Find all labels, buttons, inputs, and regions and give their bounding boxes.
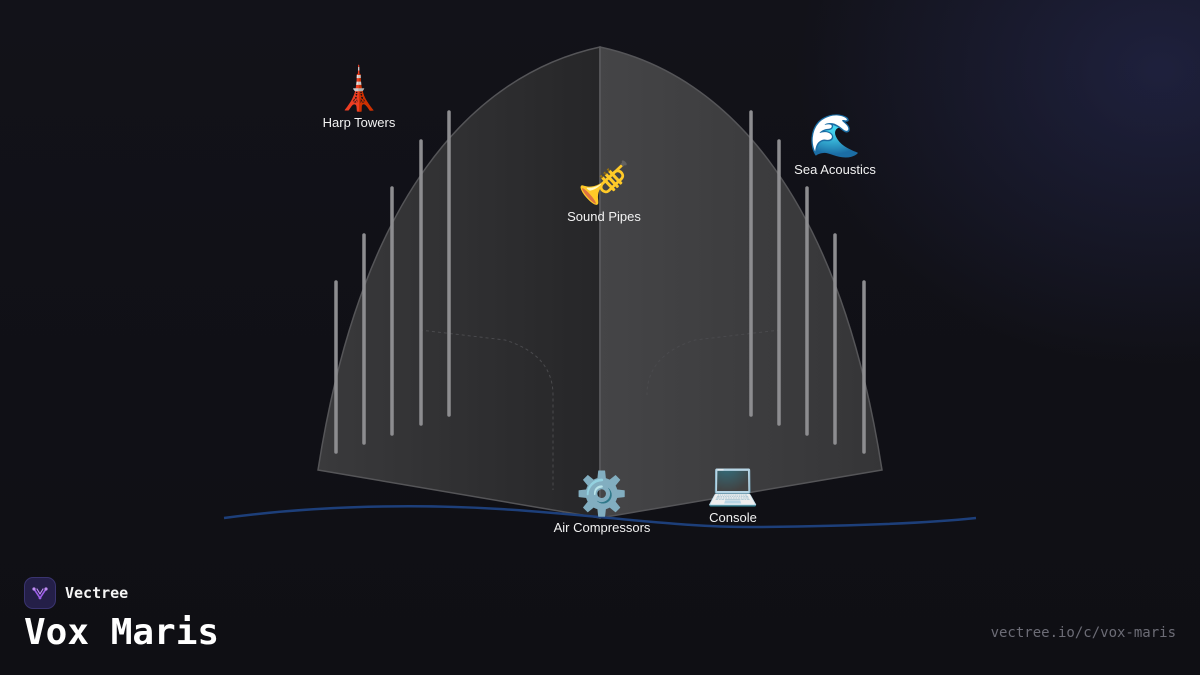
node-label: Harp Towers — [322, 115, 396, 130]
laptop-icon: 💻 — [706, 459, 760, 508]
shoreline-curve — [223, 504, 977, 529]
node-sea-acoustics: 🌊 Sea Acoustics — [794, 112, 876, 178]
page-url[interactable]: vectree.io/c/vox-maris — [990, 625, 1176, 641]
wave-icon: 🌊 — [808, 111, 862, 160]
inner-dashed-line-left — [419, 329, 554, 490]
node-harp-towers: 🗼 Harp Towers — [323, 65, 396, 131]
pipes-left — [334, 110, 451, 454]
page-title: Vox Maris — [24, 612, 220, 653]
node-air-compressors: ⚙️ Air Compressors — [554, 470, 651, 536]
vectree-logo-icon — [24, 577, 56, 609]
pipes-right — [749, 110, 866, 454]
node-label: Console — [709, 510, 757, 525]
trumpet-icon: 🎺 — [577, 158, 631, 207]
tower-icon: 🗼 — [332, 64, 386, 113]
node-label: Sea Acoustics — [794, 162, 876, 177]
node-sound-pipes: 🎺 Sound Pipes — [567, 159, 641, 225]
shell-right-half — [599, 46, 883, 519]
node-label: Sound Pipes — [567, 209, 641, 224]
gear-icon: ⚙️ — [575, 469, 629, 518]
node-console: 💻 Console — [707, 460, 759, 526]
node-label: Air Compressors — [553, 520, 651, 535]
brand[interactable]: Vectree — [24, 577, 128, 609]
brand-name: Vectree — [65, 584, 129, 602]
shell-left-half — [317, 46, 601, 519]
